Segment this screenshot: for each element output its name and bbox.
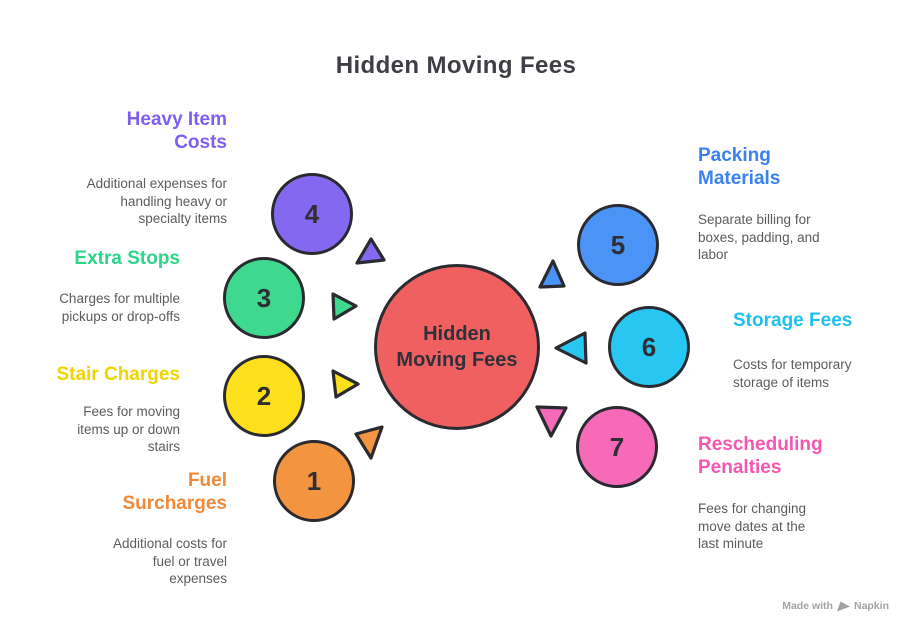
label-heading: Fuel Surcharges — [122, 470, 227, 514]
label-extra-stops: Extra Stops Charges for multiple pickups… — [38, 247, 180, 325]
arrow-stair-charges — [331, 369, 360, 399]
node-circle-1: 1 — [273, 440, 355, 522]
label-description: Fees for moving items up or down stairs — [77, 404, 180, 454]
central-topic-label: Hidden Moving Fees — [396, 323, 518, 371]
label-heading: Heavy Item Costs — [126, 109, 227, 153]
label-stair-charges: Stair Charges Fees for moving items up o… — [56, 363, 180, 456]
label-heading: Packing Materials — [698, 145, 781, 189]
arrow-rescheduling — [535, 405, 568, 438]
node-circle-2: 2 — [223, 355, 305, 437]
node-number-4: 4 — [304, 198, 320, 229]
label-fuel-surcharges: Fuel Surcharges Additional costs for fue… — [97, 469, 227, 588]
node-circle-4: 4 — [271, 173, 353, 255]
arrow-extra-stops — [331, 292, 358, 321]
label-packing-materials: Packing Materials Separate billing for b… — [698, 144, 832, 264]
central-topic-circle: Hidden Moving Fees — [374, 264, 540, 430]
label-description: Fees for changing move dates at the last… — [698, 501, 807, 551]
node-circle-5: 5 — [577, 204, 659, 286]
label-storage-fees: Storage Fees Costs for temporary storage… — [733, 309, 865, 391]
arrow-packing-materials — [538, 259, 566, 289]
node-number-1: 1 — [306, 465, 322, 496]
label-description: Separate billing for boxes, padding, and… — [698, 212, 820, 262]
node-number-5: 5 — [610, 229, 626, 260]
node-number-3: 3 — [256, 282, 272, 313]
page-title: Hidden Moving Fees — [335, 52, 577, 79]
napkin-logo-icon — [836, 601, 850, 611]
node-circle-6: 6 — [608, 306, 690, 388]
label-description: Charges for multiple pickups or drop-off… — [59, 291, 180, 324]
label-description: Additional costs for fuel or travel expe… — [112, 536, 227, 586]
node-number-2: 2 — [256, 380, 272, 411]
made-with-napkin-badge: Made with Napkin — [782, 600, 889, 612]
label-description: Costs for temporary storage of items — [733, 357, 852, 390]
label-heading: Storage Fees — [733, 310, 853, 331]
node-circle-7: 7 — [576, 406, 658, 488]
label-rescheduling-penalties: Rescheduling Penalties Fees for changing… — [698, 433, 830, 553]
badge-prefix: Made with — [782, 600, 833, 612]
label-heading: Stair Charges — [56, 364, 180, 385]
label-heading: Rescheduling Penalties — [698, 434, 823, 478]
label-heading: Extra Stops — [74, 248, 180, 269]
arrow-fuel-surcharges — [354, 425, 384, 460]
node-number-7: 7 — [609, 431, 625, 462]
badge-brand: Napkin — [853, 600, 889, 612]
node-number-6: 6 — [641, 331, 657, 362]
label-heavy-item-costs: Heavy Item Costs Additional expenses for… — [79, 108, 227, 228]
label-description: Additional expenses for handling heavy o… — [86, 176, 227, 226]
node-circle-3: 3 — [223, 257, 305, 339]
arrow-heavy-item — [355, 237, 386, 265]
arrow-storage-fees — [554, 331, 588, 365]
